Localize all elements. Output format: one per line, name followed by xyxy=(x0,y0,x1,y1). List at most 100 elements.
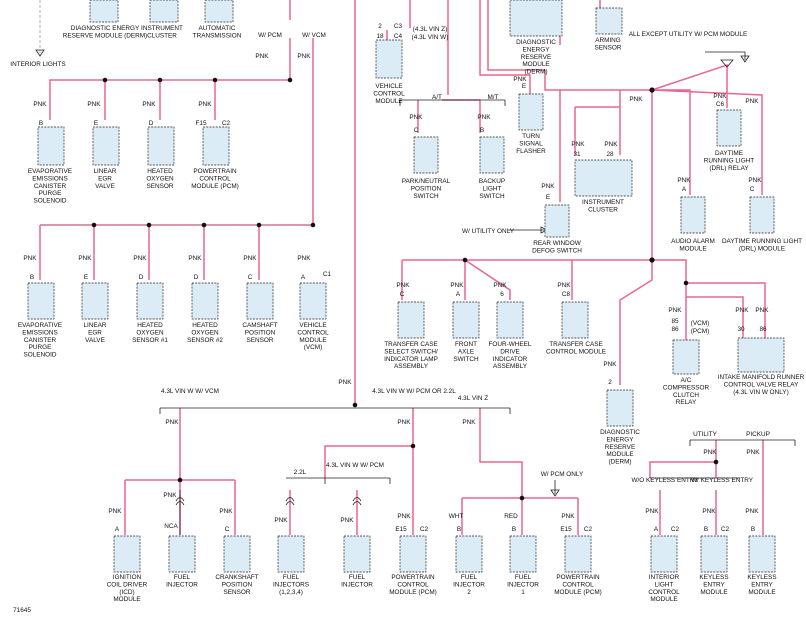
component-label-line: SWITCH xyxy=(479,193,505,200)
wire-label: PNK xyxy=(397,513,411,520)
connector-label: C6 xyxy=(716,101,725,108)
component-label-line: DIAGNOSTIC xyxy=(600,429,640,436)
component-label-line: TRANSFER CASE xyxy=(549,341,603,348)
component-label-line: DIAGNOSTIC ENERGY xyxy=(71,25,140,32)
component-label-line: INTAKE MANIFOLD RUNNER xyxy=(718,374,805,381)
component-label-line: RESERVE MODULE (DERM) xyxy=(63,32,147,39)
component-label-line: SWITCH xyxy=(413,193,439,200)
pin-label: A xyxy=(115,526,120,533)
wire-label: PNK xyxy=(274,517,288,524)
branch-label-wo-keyless: W/O KEYLESS ENTRY xyxy=(631,477,699,484)
component-label-line: MODULE xyxy=(700,589,727,596)
branch-label-w-vcm: W/ VCM xyxy=(302,32,326,39)
wire-label: PNK xyxy=(703,449,717,456)
component-label-line: MODULE xyxy=(650,596,677,603)
splice-dots xyxy=(91,77,719,501)
pin-label: D xyxy=(194,274,199,281)
component-label-line: DAYTIME RUNNING LIGHT xyxy=(722,238,802,245)
wire-label: PNK xyxy=(677,177,691,184)
wire-label: PNK xyxy=(340,517,354,524)
pink-wires xyxy=(39,0,766,535)
pin-label: B xyxy=(30,274,34,281)
wire-label: PNK xyxy=(108,508,122,515)
component-label-line: INSTRUMENT xyxy=(141,25,183,32)
pin-label: A xyxy=(301,274,306,281)
component-label-line: FRONT xyxy=(455,341,477,348)
component-label-line: INJECTOR xyxy=(341,581,373,588)
component-label-line: VALVE xyxy=(95,183,115,190)
branch-label-utility: UTILITY xyxy=(693,431,718,438)
component-label-line: RELAY xyxy=(676,399,697,406)
component-label-line: ARMING xyxy=(595,37,621,44)
pin-label: A xyxy=(682,186,687,193)
component-label-line: SOLENOID xyxy=(23,352,56,359)
component-label-line: OXYGEN xyxy=(136,329,164,336)
component-label-line: EGR xyxy=(98,175,112,182)
component-label-line: CONTROL VALVE RELAY xyxy=(724,381,799,388)
component-label-line: MODULE xyxy=(522,61,549,68)
wire-label: PNK xyxy=(133,255,147,262)
wire-label: PNK xyxy=(297,53,311,60)
wire-label: PNK xyxy=(163,492,177,499)
connector-label: C1 xyxy=(323,271,332,278)
component-label-line: CAMSHAFT xyxy=(242,322,277,329)
component-label-line: CONTROL xyxy=(297,329,329,336)
branch-label-22l: 2.2L xyxy=(294,469,307,476)
component-label-line: FUEL xyxy=(174,574,191,581)
component-label-line: CONTROL xyxy=(199,175,231,182)
wire-label: PNK xyxy=(746,449,760,456)
diagram-labels: W/ PCM W/ VCM A/T M/T W/ UTILITY ONLY AL… xyxy=(10,23,770,614)
wire-label: PNK xyxy=(243,255,257,262)
component-label-line: FUEL xyxy=(283,574,300,581)
wire-label: PNK xyxy=(33,101,47,108)
wire-label: PNK xyxy=(219,508,233,515)
component-label-line: EGR xyxy=(88,329,102,336)
wire-label-red: RED xyxy=(504,513,518,520)
wire-label: PNK xyxy=(755,307,769,314)
component-label-line: (DRL) RELAY xyxy=(709,165,749,172)
pin-label: C xyxy=(750,186,755,193)
component-label-line: INTERIOR xyxy=(649,574,680,581)
connector-label: C8 xyxy=(562,291,571,298)
component-label-line: TURN xyxy=(522,133,540,140)
pin-label: E15 xyxy=(560,526,572,533)
component-label-line: REAR WINDOW xyxy=(533,240,582,247)
wire-label: PNK xyxy=(571,141,585,148)
wire-label: PNK xyxy=(541,183,555,190)
pin-label: 86 xyxy=(759,326,767,333)
component-label-line: A/C xyxy=(681,377,692,384)
component-label: DAYTIME RUNNING LIGHT(DRL) MODULE xyxy=(722,238,802,252)
component-label-line: EMISSIONS xyxy=(22,329,58,336)
component-label-line: MODULE (PCM) xyxy=(389,589,437,596)
branch-label-43l-vin-w-pcm: 4.3L VIN W W/ PCM xyxy=(326,462,384,469)
wire-label: PNK xyxy=(561,513,575,520)
component-label-line: OXYGEN xyxy=(146,175,174,182)
wire-label-wht: WHT xyxy=(449,513,464,520)
component-label-line: CONTROL xyxy=(397,581,429,588)
component-label-line: CONTROL MODULE xyxy=(546,348,606,355)
wire-label: PNK xyxy=(255,53,269,60)
wire-label: PNK xyxy=(745,98,759,105)
component-label-line: EMISSIONS xyxy=(32,175,68,182)
component-label-line: SENSOR xyxy=(147,183,174,190)
pin-label: F15 xyxy=(195,120,206,127)
